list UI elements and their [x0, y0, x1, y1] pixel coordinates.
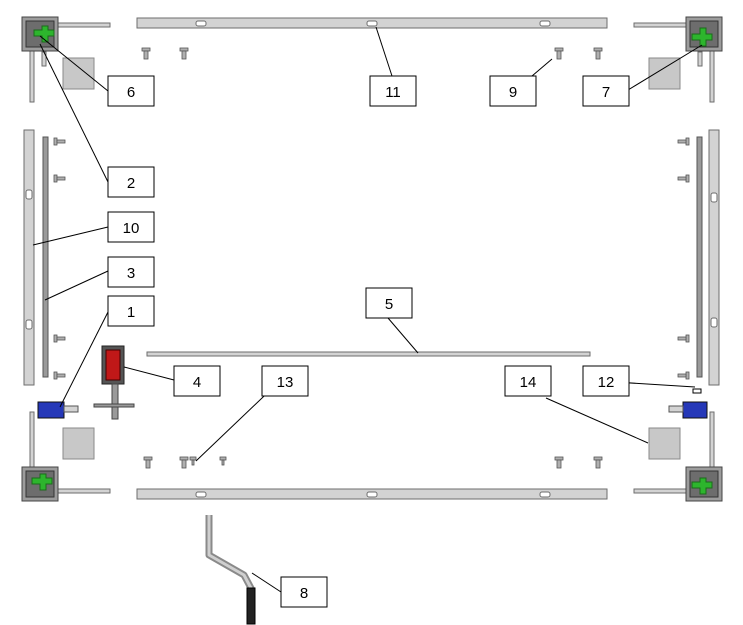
callout-3: 3 [107, 256, 155, 288]
pad [62, 427, 95, 460]
callout-9: 9 [489, 75, 537, 107]
right-side-rail [696, 129, 720, 386]
pad [648, 427, 681, 460]
screw-icon [593, 47, 603, 60]
callout-13: 13 [261, 365, 309, 397]
screw-icon [593, 456, 603, 469]
corner-bracket-icon [633, 411, 723, 502]
screw-icon [677, 334, 690, 343]
callout-8: 8 [280, 576, 328, 608]
callout-14: 14 [504, 365, 552, 397]
crank-handle-icon [205, 515, 256, 625]
callout-2-label: 2 [127, 175, 135, 192]
callout-11-label: 11 [385, 84, 401, 101]
screw-icon [53, 334, 66, 343]
callout-12-label: 12 [598, 374, 615, 391]
middle-rod [146, 351, 591, 357]
callout-8-label: 8 [300, 585, 308, 602]
callout-10-label: 10 [123, 220, 140, 237]
screw-icon [554, 47, 564, 60]
screw-icon [179, 47, 189, 60]
clamp-icon [37, 401, 79, 419]
pad [62, 57, 95, 90]
pad [648, 57, 681, 90]
screw-icon [677, 137, 690, 146]
callout-9-label: 9 [509, 84, 517, 101]
callout-1: 1 [107, 295, 155, 327]
clamp-icon [668, 388, 708, 419]
callout-13-label: 13 [277, 374, 294, 391]
screw-icon [219, 456, 227, 466]
corner-bracket-icon [633, 16, 723, 103]
corner-bracket-icon [21, 411, 111, 502]
screw-icon [179, 456, 189, 469]
callout-10: 10 [107, 211, 155, 243]
callout-6: 6 [107, 75, 155, 107]
callout-11: 11 [369, 75, 417, 107]
screw-icon [53, 137, 66, 146]
left-side-rail [23, 129, 49, 386]
screw-icon [554, 456, 564, 469]
callout-7-label: 7 [602, 84, 610, 101]
screw-icon [189, 456, 197, 466]
callout-4-label: 4 [193, 374, 201, 391]
screw-icon [53, 371, 66, 380]
screw-icon [677, 371, 690, 380]
callout-5-label: 5 [385, 296, 393, 313]
callout-5: 5 [365, 287, 413, 319]
callout-12: 12 [582, 365, 630, 397]
callout-2: 2 [107, 166, 155, 198]
screw-icon [677, 174, 690, 183]
callout-1-label: 1 [127, 304, 135, 321]
screws [53, 47, 690, 469]
red-clamp-icon [93, 345, 135, 420]
screw-icon [143, 456, 153, 469]
top-rail [136, 17, 608, 29]
callout-14-label: 14 [520, 374, 537, 391]
screw-icon [141, 47, 151, 60]
callout-3-label: 3 [127, 265, 135, 282]
callout-7: 7 [582, 75, 630, 107]
callout-4: 4 [173, 365, 221, 397]
callout-6-label: 6 [127, 84, 135, 101]
bottom-rail [136, 488, 608, 500]
screw-icon [53, 174, 66, 183]
